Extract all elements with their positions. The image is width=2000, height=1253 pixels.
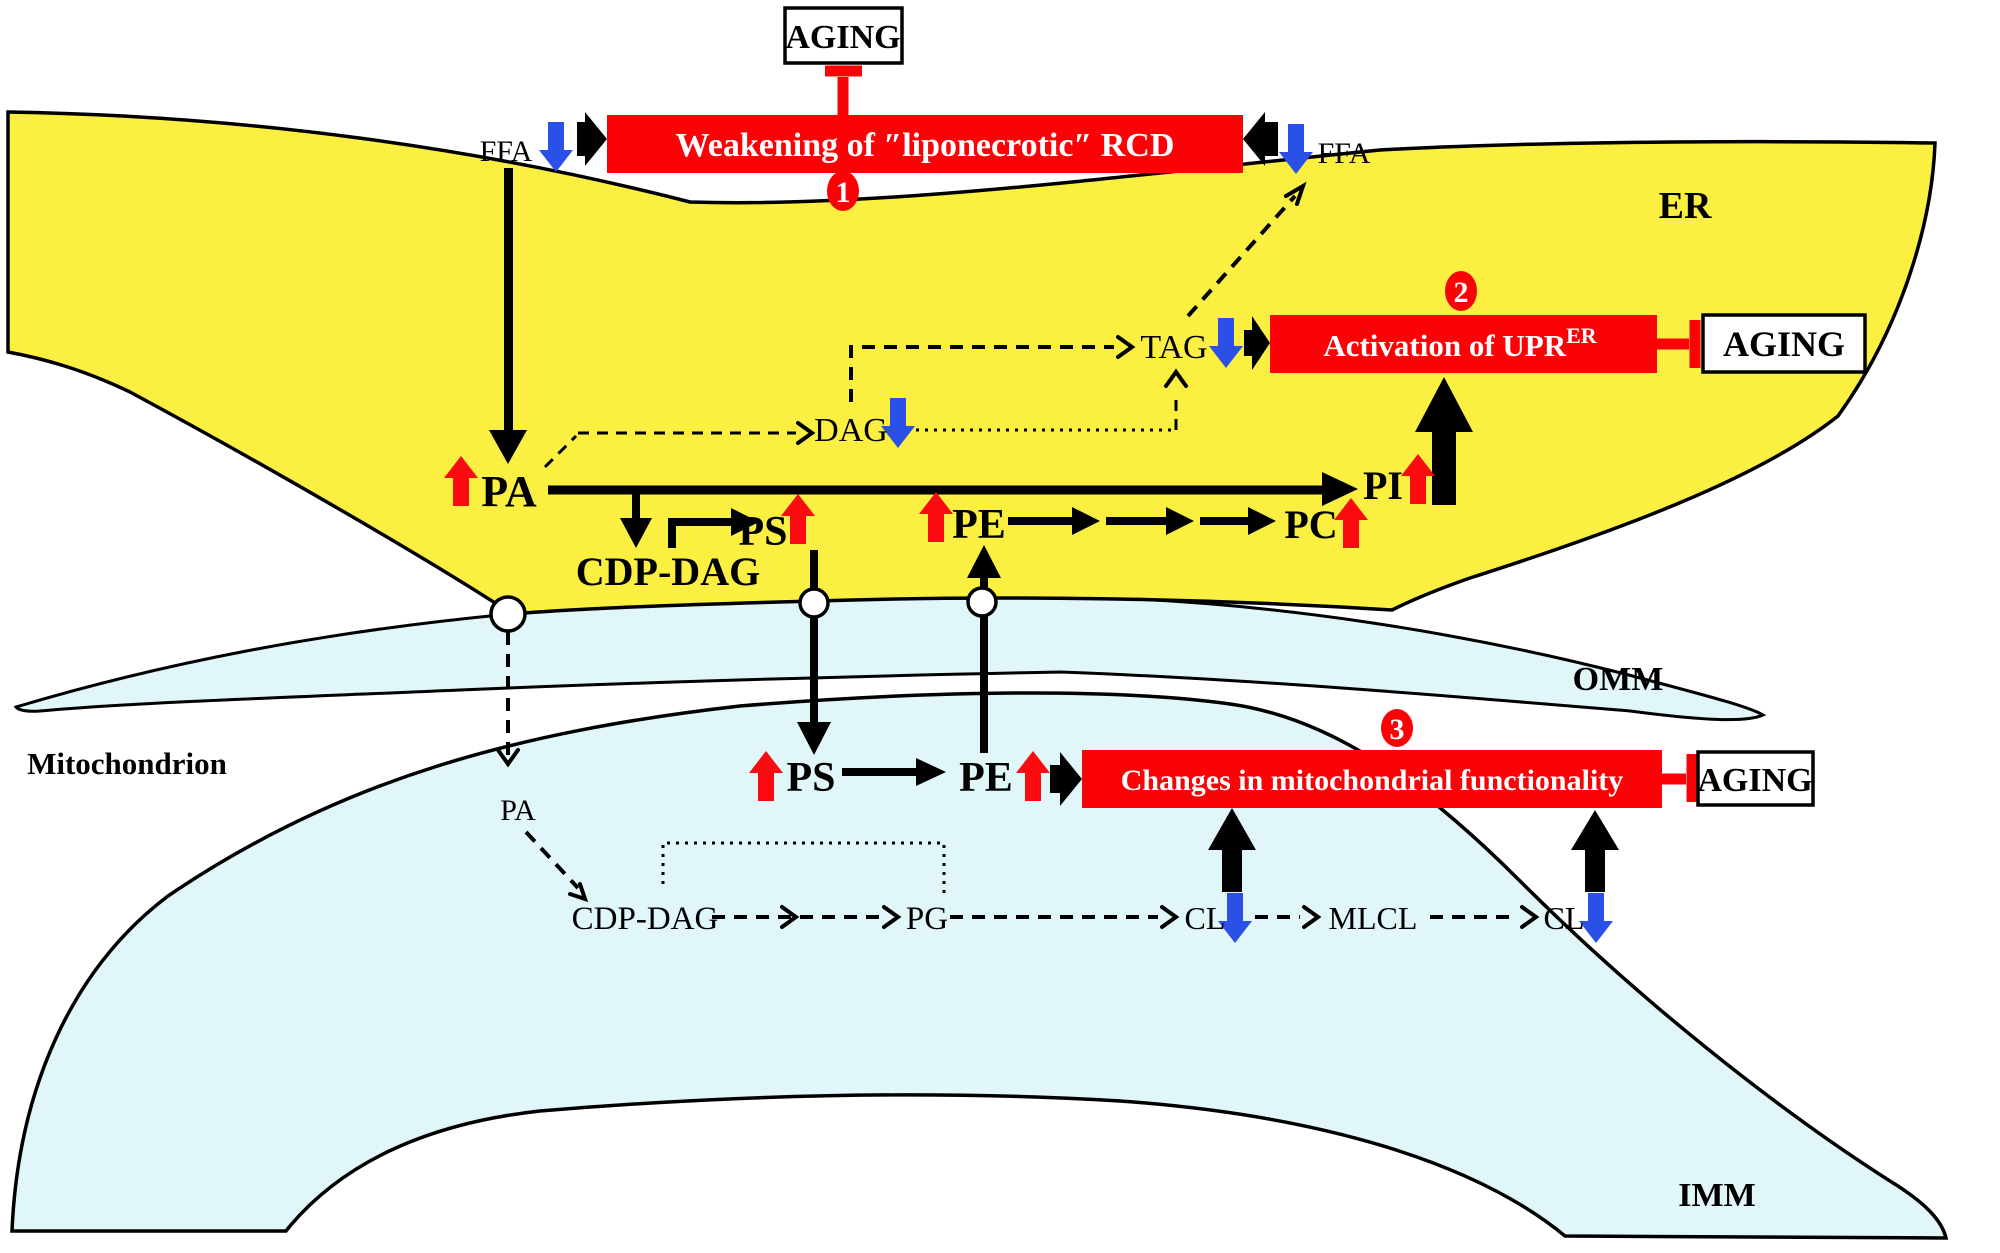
tag-label: TAG [1140,329,1207,366]
dashed-tag-to-ffa-arrowhead-icon [1284,181,1307,206]
arrow-ffa-right-into-box1 [1243,112,1278,166]
inhibition-tbar-box2-aging [1657,320,1701,368]
dashed-dag-to-tag-upper-arrowhead-icon [1116,335,1136,359]
arrow-cdpdag-to-ps-head-icon [731,508,759,536]
box2-label: Activation of UPRER [1323,323,1597,363]
dashed-pa-mito-arrowhead-icon [496,748,520,768]
arrow-pi-up-to-box2 [1415,377,1473,505]
aging-right-label: AGING [1723,324,1845,364]
step-1-number: 1 [836,176,851,209]
ffa-left-label: FFA [480,135,533,168]
step-3-number: 3 [1390,713,1405,746]
pe-er-label: PE [952,502,1006,548]
pe-mito-label: PE [959,755,1013,801]
cl2-label: CL [1544,900,1585,936]
arrow-pe-mito-to-er [967,545,1001,753]
dashed-mlcl-to-cl2-arrowhead-icon [1520,905,1540,929]
aging-top-label: AGING [785,19,900,56]
step-2-badge [1445,271,1477,311]
ps-er-label: PS [738,509,787,555]
cdp-dag-er-label: CDP-DAG [576,549,760,594]
dotted-bypass-cdpdag-pg [661,841,946,895]
arrow-pe-into-box3 [1050,752,1082,806]
dashed-cl-to-mlcl-arrowhead-icon [1302,905,1322,929]
contact-site-ps-icon [798,587,830,619]
contact-site-pa-icon [489,595,527,633]
box2-label-main: Activation of UPR [1323,328,1566,363]
main-line-pi-arrowhead-icon [1322,472,1358,506]
arrow-ps-to-pe-mito-head-icon [916,758,946,786]
arrow-ffa-left-into-box1 [577,112,607,166]
box3-label: Changes in mitochondrial functionality [1121,764,1624,797]
pa-mito-label: PA [500,794,536,827]
arrow-ps-er-to-mito [797,550,831,755]
contact-site-pe-icon [966,586,998,618]
arrow-pe-pc-step3-head-icon [1248,507,1276,535]
pi-label: PI [1363,463,1403,508]
imm-region-label: IMM [1678,1177,1755,1214]
dashed-dag-to-tag-upper [849,345,1114,402]
arrow-cl2-up-to-box3 [1571,810,1619,892]
dashed-pa-to-dag-arrowhead-icon [796,421,816,445]
dashed-cdpdag-to-pg-chevron-icon [780,905,800,929]
aging-box-top [783,6,904,65]
box2-label-superscript: ER [1566,323,1598,348]
omm-region-label: OMM [1573,661,1664,698]
arrow-pe-pc-step2-head-icon [1166,507,1194,535]
mlcl-label: MLCL [1329,900,1418,936]
dag-label: DAG [814,412,888,449]
mitochondrion-region-label: Mitochondrion [27,746,227,781]
dashed-pa-to-cdpdag-mito [524,830,580,890]
cdp-dag-mito-label: CDP-DAG [572,901,719,937]
process-box-3 [1082,750,1662,808]
inhibition-tbar-box1-aging [825,65,862,117]
step-1-badge [827,171,859,211]
dashed-cdpdag-to-pg-arrowhead-icon [882,905,902,929]
arrow-cl1-up-to-box3 [1208,808,1256,892]
arrow-tag-into-box2 [1244,316,1270,370]
process-box-1 [607,115,1243,173]
pg-label: PG [906,901,948,937]
dashed-pg-to-cl-arrowhead-icon [1160,905,1180,929]
aging-bottom-label: AGING [1697,762,1812,799]
dashed-pa-to-cdpdag-arrowhead-icon [568,882,589,903]
dashed-tag-to-ffa [1186,194,1297,318]
aging-box-bottom [1696,750,1815,807]
down-arrow-ffa-left-icon [539,122,573,172]
box1-label: Weakening of ″liponecrotic″ RCD [676,127,1175,164]
step-3-badge [1381,709,1413,747]
mitochondrion-shape [10,691,1949,1240]
inhibition-tbar-box3-aging [1662,754,1698,802]
dashed-pa-to-dag [543,431,796,469]
step-2-number: 2 [1454,276,1469,309]
arrow-branch-to-cdpdag-head-icon [620,518,652,548]
arrow-pe-pc-step1-head-icon [1072,507,1100,535]
ps-mito-label: PS [786,755,835,801]
aging-box-right [1701,313,1867,374]
arrow-ffa-down-to-pa [489,168,527,464]
pc-label: PC [1284,502,1337,547]
er-region-label: ER [1659,185,1712,227]
ffa-right-label: FFA [1318,137,1371,170]
cl1-label: CL [1185,900,1226,936]
process-box-2 [1270,315,1657,373]
pa-er-label: PA [481,467,537,516]
arrow-cdpdag-to-ps [668,518,733,548]
dashed-tag-riser-arrowhead-icon [1164,368,1188,388]
